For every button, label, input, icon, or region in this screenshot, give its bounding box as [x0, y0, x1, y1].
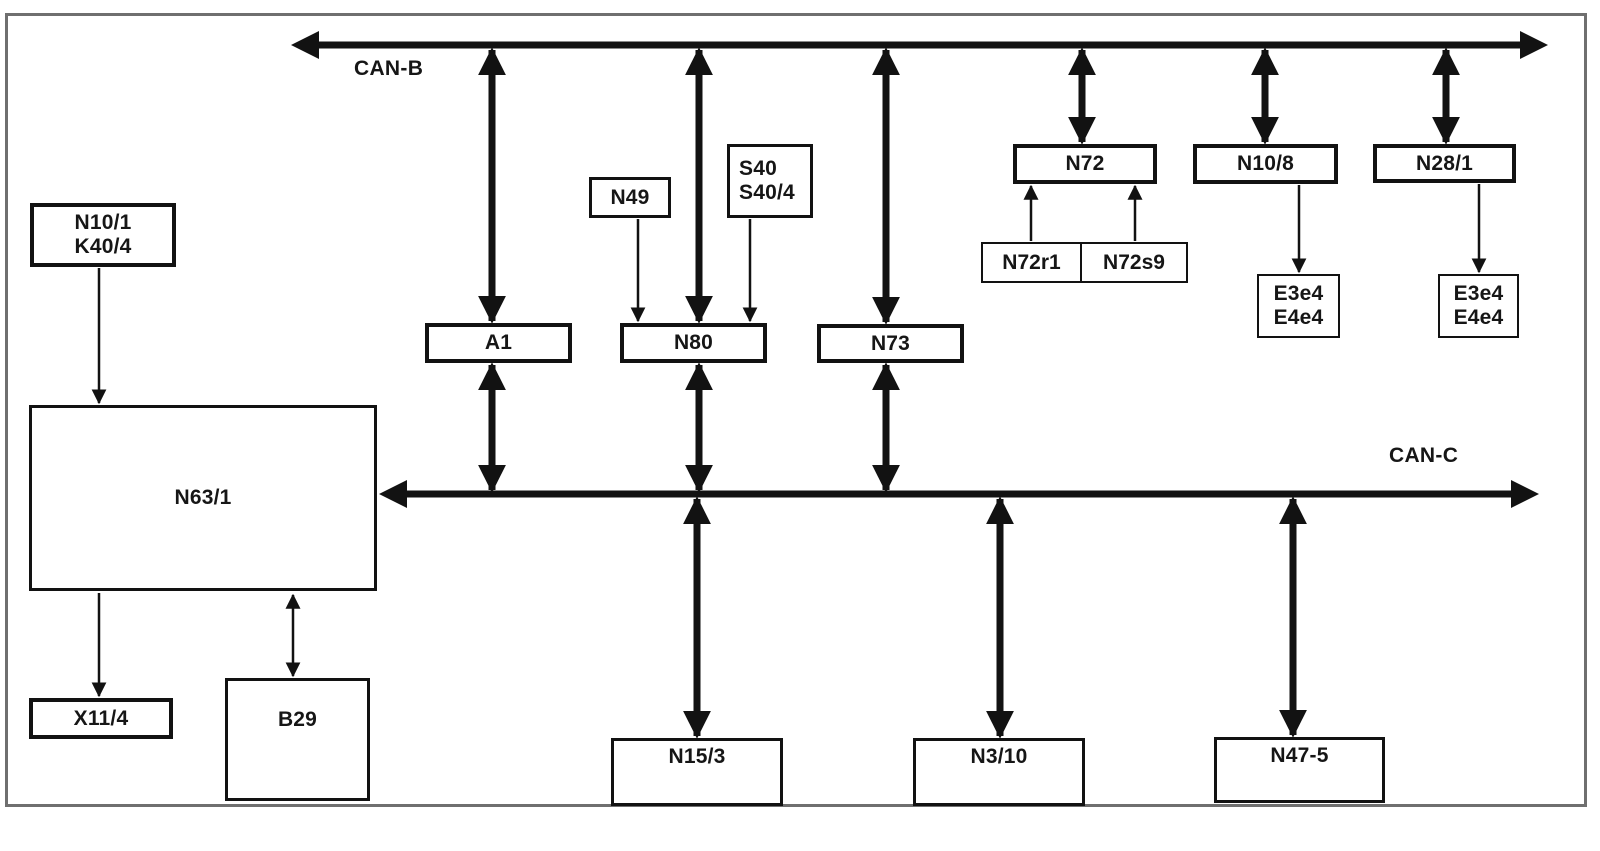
node-label: B29: [277, 708, 318, 731]
node-label: E4e4: [1453, 306, 1504, 329]
node-n47-5: N47-5: [1214, 737, 1385, 803]
bus-can-c: [379, 480, 1539, 508]
node-label: N10/1: [74, 211, 132, 234]
node-a1: A1: [425, 323, 572, 363]
node-n15-3: N15/3: [611, 738, 783, 806]
node-label: N15/3: [668, 745, 726, 768]
node-label: E3e4: [1453, 282, 1504, 305]
node-label: E3e4: [1273, 282, 1324, 305]
node-label: N73: [870, 331, 911, 355]
node-label: N72: [1065, 152, 1105, 175]
node-n10-8: N10/8: [1193, 144, 1338, 184]
node-label: N49: [610, 185, 650, 209]
node-n72: N72: [1013, 144, 1157, 184]
node-label: X11/4: [73, 706, 129, 730]
node-n10-1-k40-4: N10/1 K40/4: [30, 203, 176, 267]
node-label: S40/4: [739, 181, 795, 204]
node-e3e4-e4e4-left: E3e4 E4e4: [1257, 274, 1340, 338]
node-n49: N49: [589, 177, 671, 218]
node-label: K40/4: [74, 235, 132, 258]
node-label: N72r1: [1002, 250, 1061, 274]
node-n28-1: N28/1: [1373, 144, 1516, 183]
node-s40-s40-4: S40 S40/4: [727, 144, 813, 218]
node-n73: N73: [817, 324, 964, 363]
node-x11-4: X11/4: [29, 698, 173, 739]
node-label: S40: [739, 157, 777, 180]
node-label: N72s9: [1103, 250, 1165, 274]
node-e3e4-e4e4-right: E3e4 E4e4: [1438, 274, 1519, 338]
node-label: N80: [673, 331, 714, 354]
bus-label-can-c: CAN-C: [1389, 444, 1459, 467]
bus-can-b: [291, 31, 1548, 59]
node-label: A1: [484, 331, 513, 354]
node-label: N47-5: [1270, 744, 1329, 767]
node-label: N63/1: [174, 486, 232, 509]
node-label: N10/8: [1236, 152, 1295, 175]
node-label: E4e4: [1273, 306, 1324, 329]
node-b29: B29: [225, 678, 370, 801]
node-n72r1: N72r1: [981, 242, 1082, 283]
node-label: N3/10: [970, 745, 1028, 768]
node-n3-10: N3/10: [913, 738, 1085, 806]
node-n63-1: N63/1: [29, 405, 377, 591]
node-n72s9: N72s9: [1081, 242, 1188, 283]
bus-label-can-b: CAN-B: [354, 57, 424, 80]
node-n80: N80: [620, 323, 767, 363]
node-label: N28/1: [1415, 151, 1474, 175]
node-n72r1-n72s9: N72r1 N72s9: [981, 242, 1188, 283]
